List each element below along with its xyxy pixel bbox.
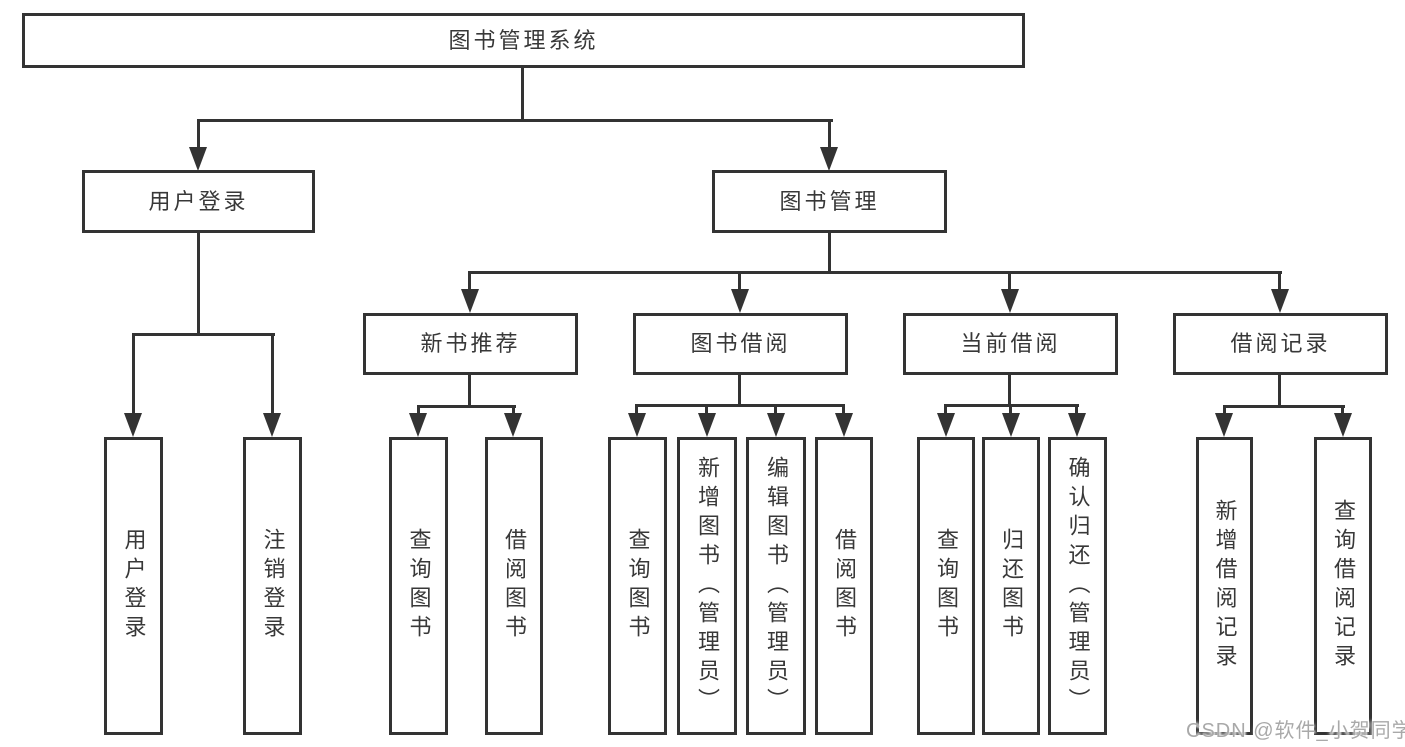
arrow-down-icon	[767, 413, 785, 437]
arrow-down-icon	[1068, 413, 1086, 437]
arrow-down-icon	[731, 289, 749, 313]
connector-line	[1223, 405, 1226, 419]
connector-line	[738, 373, 741, 406]
node-book-borrow: 图书借阅	[633, 313, 848, 375]
node-borrow-records: 借阅记录	[1173, 313, 1388, 375]
node-book-management: 图书管理	[712, 170, 947, 233]
arrow-down-icon	[1001, 289, 1019, 313]
leaf-br-add-record: 新增借阅记录	[1196, 437, 1253, 735]
leaf-br-query-record: 查询借阅记录	[1314, 437, 1372, 735]
arrow-down-icon	[820, 147, 838, 171]
leaf-rec-borrow-book: 借阅图书	[485, 437, 543, 735]
leaf-bb-add-book-admin: 新增图书（管理员）	[677, 437, 737, 735]
arrow-down-icon	[628, 413, 646, 437]
connector-line	[417, 405, 420, 419]
connector-line	[468, 373, 471, 407]
leaf-cb-return-book: 归还图书	[982, 437, 1040, 735]
leaf-user-login: 用户登录	[104, 437, 163, 735]
connector-line	[1075, 404, 1078, 418]
connector-line	[774, 404, 777, 418]
connector-line	[1223, 405, 1345, 408]
arrow-down-icon	[835, 413, 853, 437]
connector-line	[635, 404, 638, 418]
connector-line	[1009, 404, 1012, 418]
connector-line	[197, 119, 200, 152]
connector-line	[1278, 271, 1281, 293]
leaf-bb-edit-book-admin: 编辑图书（管理员）	[746, 437, 806, 735]
node-current-borrow: 当前借阅	[903, 313, 1118, 375]
node-root: 图书管理系统	[22, 13, 1025, 68]
connector-line	[132, 333, 135, 417]
arrow-down-icon	[1334, 413, 1352, 437]
leaf-cb-query-book: 查询图书	[917, 437, 975, 735]
connector-line	[132, 333, 275, 336]
arrow-down-icon	[263, 413, 281, 437]
connector-line	[828, 231, 831, 274]
arrow-down-icon	[461, 289, 479, 313]
connector-line	[197, 231, 200, 335]
connector-line	[1341, 405, 1344, 419]
arrow-down-icon	[937, 413, 955, 437]
connector-line	[468, 271, 471, 293]
arrow-down-icon	[189, 147, 207, 171]
connector-line	[468, 271, 1282, 274]
connector-line	[512, 405, 515, 419]
connector-line	[197, 119, 833, 122]
connector-line	[1008, 373, 1011, 406]
connector-line	[944, 404, 947, 418]
arrow-down-icon	[1215, 413, 1233, 437]
arrow-down-icon	[504, 413, 522, 437]
leaf-cb-confirm-return-admin: 确认归还（管理员）	[1048, 437, 1107, 735]
leaf-rec-query-book: 查询图书	[389, 437, 448, 735]
node-new-book-recommend: 新书推荐	[363, 313, 578, 375]
connector-line	[828, 119, 831, 152]
connector-line	[705, 404, 708, 418]
arrow-down-icon	[698, 413, 716, 437]
connector-line	[417, 405, 516, 408]
arrow-down-icon	[1271, 289, 1289, 313]
leaf-logout: 注销登录	[243, 437, 302, 735]
watermark: CSDN @软件_小贺同学	[1186, 720, 1405, 742]
connector-line	[271, 333, 274, 417]
node-user-login: 用户登录	[82, 170, 315, 233]
arrow-down-icon	[124, 413, 142, 437]
arrow-down-icon	[409, 413, 427, 437]
connector-line	[1278, 373, 1281, 407]
connector-line	[738, 271, 741, 293]
leaf-bb-query-book: 查询图书	[608, 437, 667, 735]
connector-line	[521, 68, 524, 122]
connector-line	[635, 404, 845, 407]
leaf-bb-borrow-book: 借阅图书	[815, 437, 873, 735]
connector-line	[1008, 271, 1011, 293]
arrow-down-icon	[1002, 413, 1020, 437]
connector-line	[842, 404, 845, 418]
